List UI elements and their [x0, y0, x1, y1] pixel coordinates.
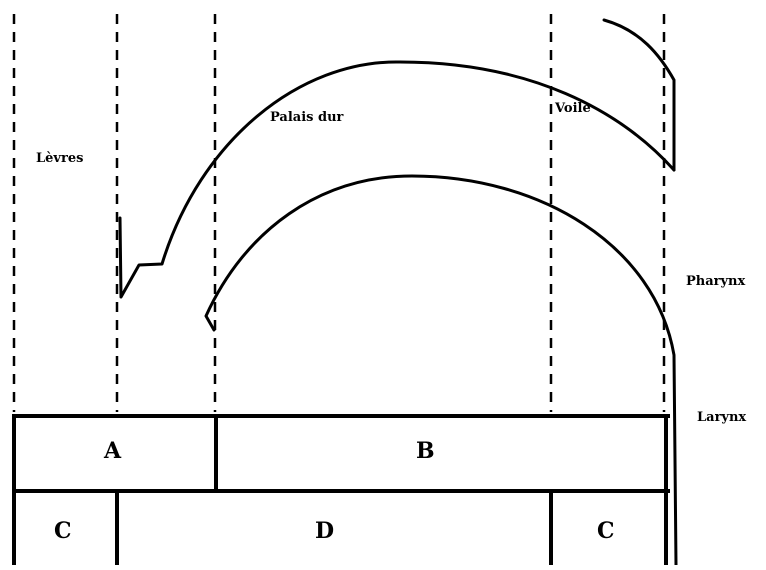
zone-label-c-right: C: [597, 518, 615, 544]
zone-label-d: D: [315, 518, 335, 544]
upper-palate-curve: [118, 60, 676, 299]
zone-label-c-left: C: [54, 518, 72, 544]
label-levres: Lèvres: [36, 151, 84, 166]
label-larynx: Larynx: [697, 410, 747, 425]
velum-back-curve: [602, 18, 676, 172]
zone-label-a: A: [104, 438, 122, 464]
zone-label-b: B: [416, 438, 435, 464]
tongue-pharynx-curve: [204, 174, 678, 567]
label-voile: Voile: [555, 101, 591, 116]
label-pharynx: Pharynx: [686, 274, 746, 289]
zone-table: [12, 414, 670, 565]
label-palais-dur: Palais dur: [270, 110, 344, 125]
